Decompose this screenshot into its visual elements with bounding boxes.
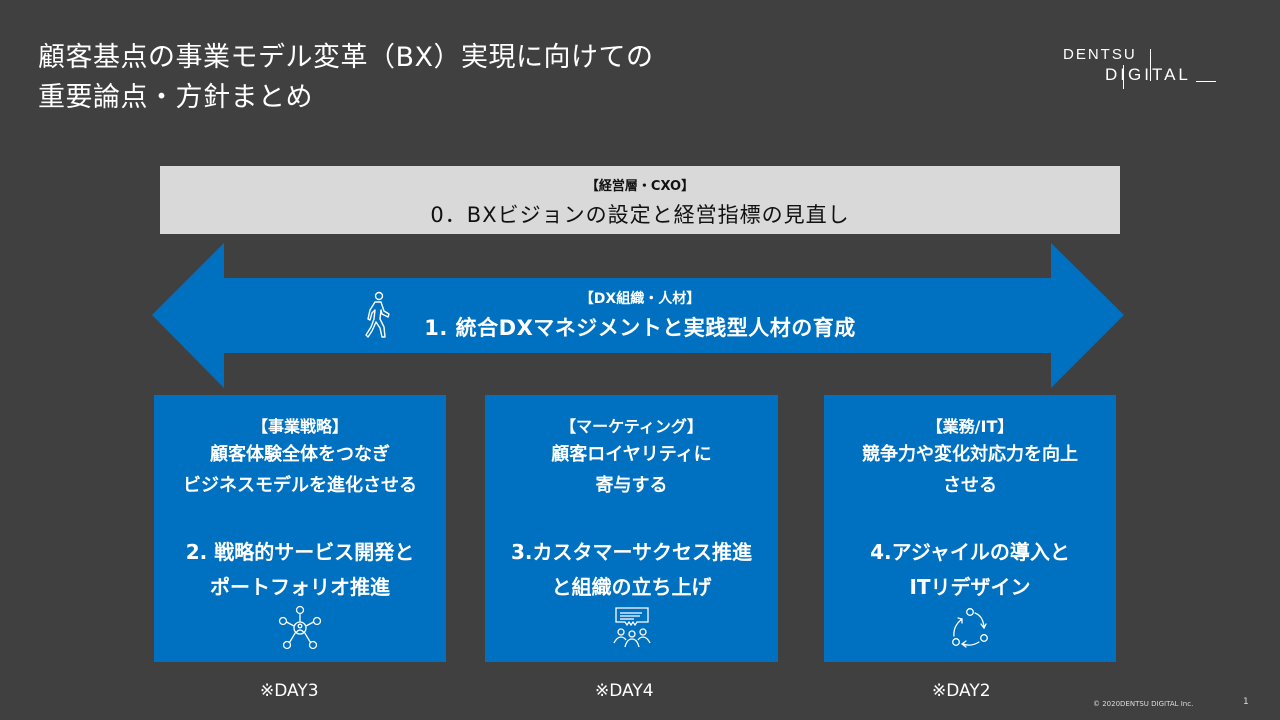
dentsu-digital-logo: DENTSU DIGITAL — [1063, 46, 1223, 96]
executive-title: 0．BXビジョンの設定と経営指標の見直し — [430, 203, 850, 227]
logo-bar — [1123, 65, 1124, 89]
dx-arrow-label: 【DX組織・人材】 1. 統合DXマネジメントと実践型人材の育成 — [0, 288, 1280, 342]
pillar-theme: 2. 戦略的サービス開発と ポートフォリオ推進 — [154, 535, 446, 605]
theme-line: と組織の立ち上げ — [551, 575, 712, 599]
pillar-description: 顧客ロイヤリティに 寄与する — [485, 439, 778, 501]
pillar-tag: 【マーケティング】 — [560, 417, 703, 436]
logo-line-1: DENTSU — [1063, 46, 1137, 63]
desc-line: 顧客ロイヤリティに — [551, 444, 712, 465]
dx-tag: 【DX組織・人材】 — [579, 291, 701, 307]
title-line-2: 重要論点・方針まとめ — [38, 82, 313, 113]
slide-title: 顧客基点の事業モデル変革（BX）実現に向けての 重要論点・方針まとめ — [38, 38, 654, 118]
desc-line: 寄与する — [595, 475, 668, 496]
title-line-1: 顧客基点の事業モデル変革（BX）実現に向けての — [38, 42, 654, 73]
cycle-arrows-icon — [952, 608, 988, 648]
theme-line: 2. 戦略的サービス開発と — [185, 540, 415, 564]
copyright-text: © 2020DENTSU DIGITAL Inc. — [1093, 700, 1194, 708]
executive-tag: 【経営層・CXO】 — [585, 179, 695, 194]
day-label: ※DAY4 — [595, 681, 654, 701]
theme-line: 3.カスタマーサクセス推進 — [510, 540, 753, 564]
day-label: ※DAY3 — [260, 681, 319, 701]
executive-box: 【経営層・CXO】 0．BXビジョンの設定と経営指標の見直し — [160, 166, 1120, 234]
desc-line: ビジネスモデルを進化させる — [183, 475, 417, 496]
logo-line-2: DIGITAL — [1105, 65, 1191, 84]
theme-line: ITリデザイン — [909, 575, 1031, 599]
person-walking-icon — [365, 291, 390, 338]
audience-chat-icon — [612, 607, 651, 648]
day-label: ※DAY2 — [932, 681, 991, 701]
logo-underline — [1196, 81, 1216, 82]
page-number: 1 — [1243, 697, 1249, 707]
dx-title: 1. 統合DXマネジメントと実践型人材の育成 — [424, 316, 856, 340]
network-hub-icon — [278, 605, 322, 650]
desc-line: 競争力や変化対応力を向上 — [862, 444, 1078, 465]
logo-bar — [1150, 49, 1151, 81]
pillar-tag: 【業務/IT】 — [926, 417, 1014, 436]
pillar-operations-it: 【業務/IT】 競争力や変化対応力を向上 させる 4.アジャイルの導入と ITリ… — [824, 395, 1116, 662]
theme-line: ポートフォリオ推進 — [210, 575, 390, 599]
desc-line: させる — [943, 475, 997, 496]
pillar-theme: 3.カスタマーサクセス推進 と組織の立ち上げ — [485, 535, 778, 605]
desc-line: 顧客体験全体をつなぎ — [210, 444, 390, 465]
pillar-business-strategy: 【事業戦略】 顧客体験全体をつなぎ ビジネスモデルを進化させる 2. 戦略的サー… — [154, 395, 446, 662]
pillar-tag: 【事業戦略】 — [251, 417, 348, 436]
pillar-description: 顧客体験全体をつなぎ ビジネスモデルを進化させる — [154, 439, 446, 501]
pillar-theme: 4.アジャイルの導入と ITリデザイン — [824, 535, 1116, 605]
theme-line: 4.アジャイルの導入と — [870, 540, 1070, 564]
pillar-marketing: 【マーケティング】 顧客ロイヤリティに 寄与する 3.カスタマーサクセス推進 と… — [485, 395, 778, 662]
pillar-description: 競争力や変化対応力を向上 させる — [824, 439, 1116, 501]
